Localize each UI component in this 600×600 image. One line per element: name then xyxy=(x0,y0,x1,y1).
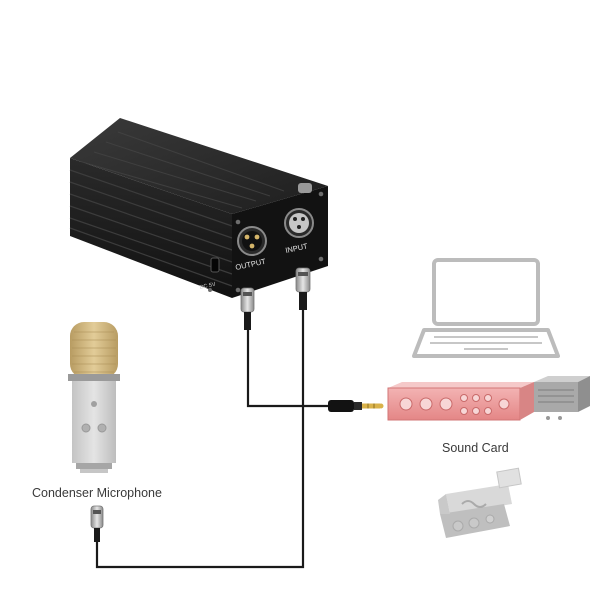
xlr-female-plug-icon xyxy=(240,287,255,330)
phantom-power-box: OUTPUT INPUT DC 5V xyxy=(69,118,328,298)
dc-label: DC 5V xyxy=(199,282,216,291)
condenser-microphone-icon xyxy=(68,322,120,473)
dc-jack xyxy=(210,257,220,273)
box-top xyxy=(70,118,328,214)
cables xyxy=(95,310,330,569)
output-cable xyxy=(246,330,330,408)
box-side xyxy=(70,158,232,298)
3-5mm-jack-icon xyxy=(328,400,384,412)
mic-xlr-plug-icon xyxy=(90,505,104,542)
sound-card-label: Sound Card xyxy=(442,441,509,455)
laptop-icon xyxy=(412,258,560,358)
input-cable xyxy=(95,310,305,569)
usb-sound-card-icon xyxy=(438,467,522,538)
output-xlr-socket xyxy=(237,226,267,256)
sound-card-icon xyxy=(387,376,590,421)
xlr-male-plug-icon xyxy=(295,267,311,310)
input-xlr-socket xyxy=(284,183,314,238)
condenser-microphone-label: Condenser Microphone xyxy=(32,486,162,500)
